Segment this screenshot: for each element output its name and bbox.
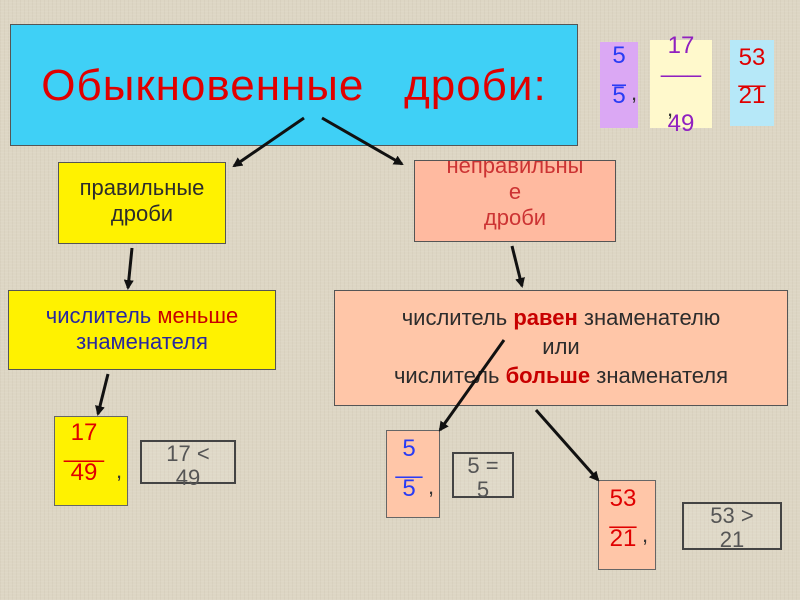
top-fraction-5-5-text: 5 _ 5: [600, 44, 638, 108]
comparison-5-5: 5 = 5: [452, 452, 514, 502]
comparison-line2: 49: [175, 465, 201, 490]
page-title: Обыкновенные дроби:: [41, 61, 547, 110]
improper-rule-box: числитель равен знаменателю или числител…: [334, 290, 788, 406]
fraction-denominator: 5: [402, 475, 416, 502]
rule-text: знаменателю: [577, 305, 721, 330]
rule-text: числитель: [393, 363, 506, 388]
comparison-line1: 17 <: [166, 441, 210, 466]
top-fraction-5-5: [600, 42, 638, 128]
fraction-numerator: 53: [609, 485, 637, 512]
arrow-proper-to-rule: [123, 247, 134, 290]
top-fraction-53-21-text: 53 __ 21: [730, 46, 774, 108]
rule-text: знаменателя: [590, 363, 729, 388]
example-fraction-17-49: [54, 416, 128, 506]
improper-fractions-box: неправильны е дроби: [414, 160, 616, 242]
fraction-denominator: 21: [609, 525, 637, 552]
fraction-numerator: 17: [667, 32, 695, 59]
improper-rule-line3: числитель больше знаменателя: [335, 361, 787, 391]
improper-label-line2: е: [508, 179, 522, 204]
fraction-numerator: 5: [402, 435, 416, 462]
arrow-rule-to-example: [95, 373, 110, 416]
comparison-53-21: 53 > 21: [682, 502, 782, 552]
top-fraction-17-49-text: 17 ___ 49: [650, 32, 712, 138]
fraction-numerator: 17: [70, 419, 98, 446]
top-fraction-17-49: [650, 40, 712, 128]
comparison-line1: 5 =: [467, 453, 499, 478]
fraction-bar: _: [612, 60, 626, 87]
arrow-improper-to-rule: [510, 245, 525, 288]
rule-text: числитель: [401, 305, 514, 330]
proper-fractions-box: правильные дроби: [58, 162, 226, 244]
arrow-to-improper: [321, 116, 404, 166]
fraction-separator: ,: [631, 80, 638, 105]
fraction-denominator: 21: [738, 82, 766, 109]
improper-label-line1: неправильны: [446, 160, 584, 178]
example-fraction-17-49-text: 17 ___ 49: [54, 420, 114, 486]
improper-rule-line1: числитель равен знаменателю: [335, 303, 787, 333]
proper-rule-line1: числитель меньше: [9, 303, 275, 329]
proper-rule-line2: знаменателя: [76, 329, 208, 354]
rule-text: числитель: [45, 303, 158, 328]
example-fraction-5-5: [386, 430, 440, 518]
fraction-denominator: 5: [612, 82, 626, 109]
proper-label-line1: правильные: [79, 175, 205, 200]
arrow-to-greater-example: [534, 409, 600, 482]
proper-label-line2: дроби: [110, 201, 174, 226]
rule-emphasis: больше: [505, 363, 591, 388]
rule-emphasis: меньше: [157, 303, 239, 328]
example-fraction-53-21-text: 53 __ 21: [598, 486, 648, 552]
comparison-line2: 5: [476, 477, 490, 502]
fraction-denominator: 49: [70, 459, 98, 486]
fraction-numerator: 53: [738, 44, 766, 71]
comparison-line2: 21: [719, 527, 745, 552]
comparison-line1: 53 >: [710, 503, 754, 528]
comparison-17-49: 17 < 49: [140, 440, 236, 490]
proper-rule-box: числитель меньше знаменателя: [8, 290, 276, 370]
rule-emphasis: равен: [513, 305, 578, 330]
fraction-separator: ,: [642, 522, 649, 547]
improper-rule-or: или: [542, 334, 580, 359]
arrow-to-proper: [232, 116, 305, 168]
fraction-separator: ,: [116, 458, 123, 483]
fraction-separator: ,: [667, 96, 674, 121]
improper-label-line3: дроби: [483, 205, 547, 230]
top-fraction-53-21: [730, 40, 774, 126]
fraction-denominator: 49: [667, 110, 695, 137]
example-fraction-53-21: [598, 480, 656, 570]
fraction-numerator: 5: [612, 42, 626, 69]
example-fraction-5-5-text: 5 __ 5: [386, 436, 432, 502]
arrow-to-equal-example: [438, 339, 506, 432]
fraction-separator: ,: [428, 474, 435, 499]
